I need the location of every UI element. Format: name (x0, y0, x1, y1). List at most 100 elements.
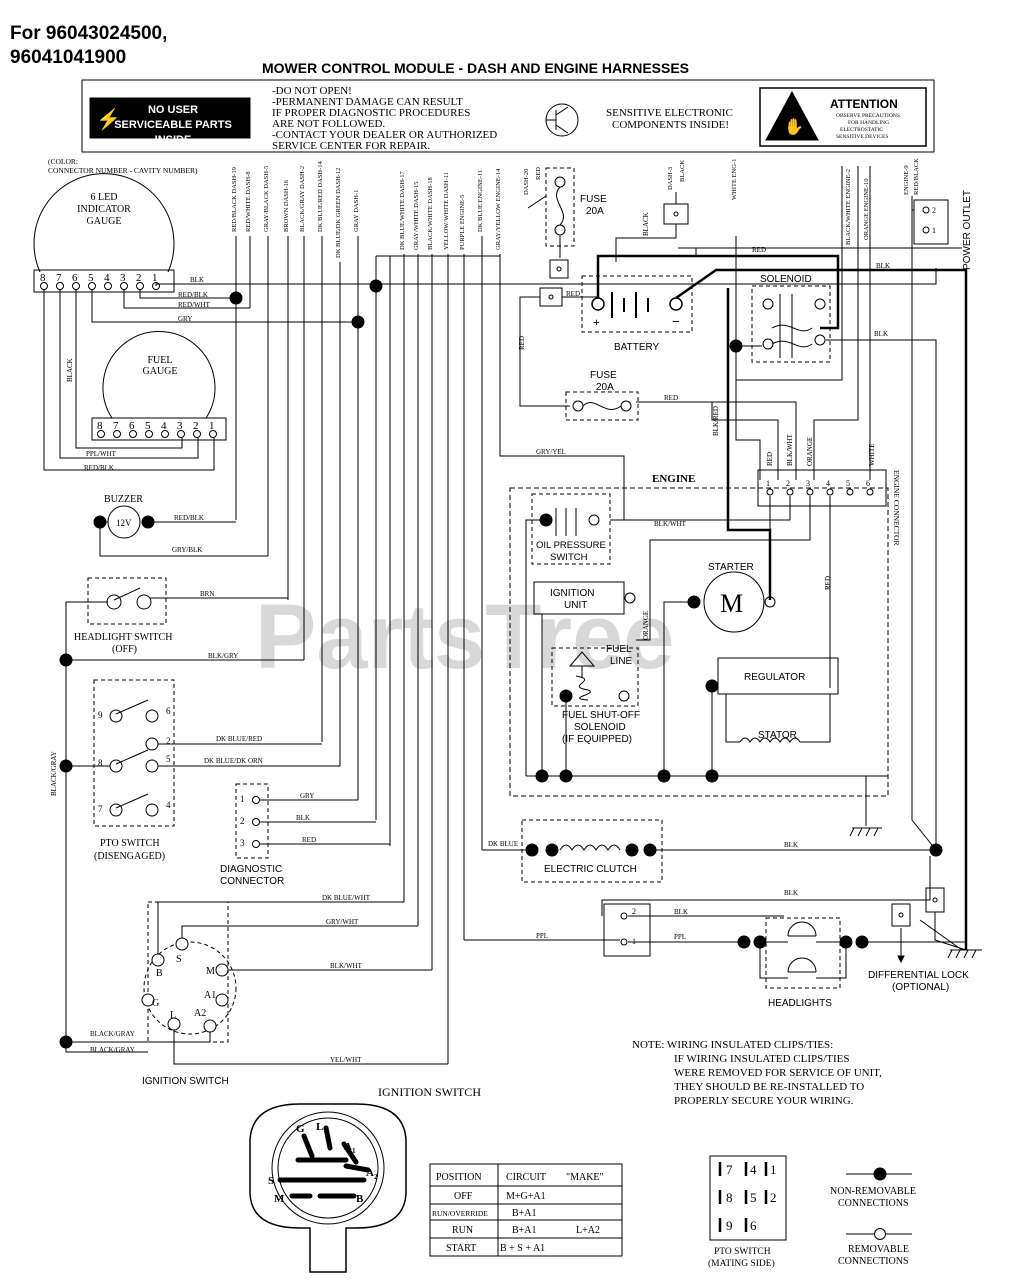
svg-text:B: B (356, 1193, 364, 1205)
svg-text:7: 7 (726, 1162, 733, 1177)
svg-text:GAUGE: GAUGE (143, 366, 178, 377)
svg-text:NON-REMOVABLE: NON-REMOVABLE (830, 1186, 916, 1197)
stator: STATOR (725, 694, 831, 743)
svg-text:HEADLIGHTS: HEADLIGHTS (768, 998, 832, 1009)
red-wire-labels: RED BLK RED RED RED BLK/RED (518, 246, 890, 436)
warning-text: -DO NOT OPEN! -PERMANENT DAMAGE CAN RESU… (272, 85, 497, 152)
svg-text:4: 4 (166, 800, 171, 810)
headlights: 2 1 HEADLIGHTS BLK PPL PPL BLK (464, 856, 967, 1009)
svg-text:(DISENGAGED): (DISENGAGED) (94, 851, 165, 862)
svg-text:RED: RED (766, 452, 774, 466)
svg-text:3: 3 (806, 479, 810, 488)
svg-text:LINE: LINE (610, 656, 633, 667)
color-legend: (COLOR: CONNECTOR NUMBER - CAVITY NUMBER… (48, 157, 198, 175)
svg-text:B+A1: B+A1 (512, 1208, 537, 1219)
svg-text:7: 7 (56, 272, 62, 284)
non-removable-dot-icon (873, 1167, 887, 1181)
connection-legend: NON-REMOVABLE CONNECTIONS REMOVABLE CONN… (830, 1167, 916, 1267)
svg-text:GRAY/YELLOW ENGINE-14: GRAY/YELLOW ENGINE-14 (495, 168, 502, 250)
svg-text:M+G+A1: M+G+A1 (506, 1191, 546, 1202)
svg-text:BLK: BLK (296, 814, 310, 822)
svg-text:RED: RED (664, 394, 678, 402)
svg-text:3: 3 (177, 420, 183, 432)
svg-text:-PERMANENT DAMAGE CAN RESULT: -PERMANENT DAMAGE CAN RESULT (272, 96, 463, 108)
attention-title: ATTENTION (830, 97, 898, 111)
svg-text:2: 2 (932, 206, 936, 215)
svg-text:BATTERY: BATTERY (614, 342, 660, 353)
warning-box: ⚡ NO USER SERVICEABLE PARTS INSIDE ! -DO… (81, 79, 935, 153)
svg-text:GRAY/WHITE DASH-15: GRAY/WHITE DASH-15 (413, 181, 420, 250)
svg-text:START: START (446, 1243, 476, 1254)
svg-text:PURPLE ENGINE-5: PURPLE ENGINE-5 (459, 195, 466, 250)
svg-text:BLACK: BLACK (66, 358, 74, 382)
svg-text:GRAY/BLACK DASH-5: GRAY/BLACK DASH-5 (263, 166, 270, 232)
fuse-1: FUSE 20A (527, 167, 607, 279)
svg-text:(OFF): (OFF) (112, 644, 137, 655)
svg-text:FUSE: FUSE (590, 370, 617, 381)
svg-text:COMPONENTS INSIDE!: COMPONENTS INSIDE! (612, 119, 729, 131)
svg-text:ARE NOT FOLLOWED.: ARE NOT FOLLOWED. (272, 118, 385, 130)
svg-text:IGNITION: IGNITION (550, 588, 594, 599)
svg-text:OFF: OFF (454, 1191, 473, 1202)
engine-wires: GRY/YEL BLK/WHT ORANGE RED (499, 420, 832, 688)
ignition-switch-schematic: S B M G A1 L A2 DK BLUE/WHT GRY/WHT BLK/… (59, 894, 448, 1087)
fuel-shutoff-solenoid: FUEL LINE FUEL SHUT-OFF SOLENOID (IF EQU… (551, 644, 640, 776)
buzzer: BUZZER 12V RED/BLK GRY/BLK (93, 494, 268, 557)
svg-text:5: 5 (145, 420, 151, 432)
wiring-note: NOTE: WIRING INSULATED CLIPS/TIES: IF WI… (632, 1039, 882, 1107)
svg-text:BLK: BLK (784, 841, 798, 849)
svg-text:(IF EQUIPPED): (IF EQUIPPED) (562, 734, 632, 745)
svg-text:ENGINE: ENGINE (652, 473, 695, 485)
svg-text:RED: RED (824, 576, 832, 590)
svg-text:BLK/WHT: BLK/WHT (786, 433, 794, 466)
svg-text:PTO SWITCH: PTO SWITCH (100, 838, 160, 849)
svg-text:OBSERVE PRECAUTIONS: OBSERVE PRECAUTIONS (836, 113, 900, 119)
svg-text:2: 2 (136, 272, 142, 284)
svg-text:OIL PRESSURE: OIL PRESSURE (536, 540, 606, 551)
svg-text:CONNECTOR: CONNECTOR (220, 876, 284, 887)
svg-text:DIAGNOSTIC: DIAGNOSTIC (220, 864, 282, 875)
svg-text:6: 6 (866, 479, 870, 488)
svg-text:6: 6 (129, 420, 135, 432)
svg-text:2: 2 (632, 907, 636, 916)
svg-text:RED: RED (518, 336, 526, 350)
transistor-icon (545, 103, 579, 137)
svg-text:BUZZER: BUZZER (104, 494, 143, 505)
svg-text:DASH-20: DASH-20 (523, 169, 530, 195)
badge-text: NO USER SERVICEABLE PARTS INSIDE (114, 104, 232, 139)
svg-text:SERVICE CENTER FOR REPAIR.: SERVICE CENTER FOR REPAIR. (272, 140, 430, 152)
svg-text:DASH-3: DASH-3 (667, 167, 674, 190)
harness-labels: RED/BLACK DASH-19 RED/WHITE DASH-8 GRAY/… (231, 158, 920, 258)
svg-text:2: 2 (786, 479, 790, 488)
svg-text:ORANGE ENGINE-10: ORANGE ENGINE-10 (863, 178, 870, 240)
red-wires (519, 166, 962, 480)
svg-text:GRY/WHT: GRY/WHT (326, 918, 359, 926)
svg-text:NOTE: WIRING INSULATED CLIPS/T: NOTE: WIRING INSULATED CLIPS/TIES: (632, 1039, 833, 1051)
svg-text:"MAKE": "MAKE" (566, 1172, 604, 1183)
svg-text:-CONTACT YOUR DEALER OR AUTHOR: -CONTACT YOUR DEALER OR AUTHORIZED (272, 129, 497, 141)
svg-text:20A: 20A (586, 206, 604, 217)
watermark: PartsTree (255, 586, 674, 688)
svg-text:STARTER: STARTER (708, 562, 754, 573)
svg-text:8: 8 (40, 272, 46, 284)
svg-text:A1: A1 (204, 990, 216, 1001)
battery-connector (539, 287, 563, 307)
svg-text:WHITE ENG-1: WHITE ENG-1 (731, 159, 738, 200)
svg-text:FOR HANDLING: FOR HANDLING (848, 120, 889, 126)
svg-text:RED/BLACK: RED/BLACK (913, 158, 920, 195)
svg-text:IF PROPER DIAGNOSTIC PROCEDURE: IF PROPER DIAGNOSTIC PROCEDURES (272, 107, 470, 119)
svg-text:1: 1 (766, 479, 770, 488)
engine-ground-bus (526, 769, 888, 837)
svg-text:BLK: BLK (190, 276, 204, 284)
svg-text:5: 5 (750, 1190, 757, 1205)
sensitive-text: SENSITIVE ELECTRONIC COMPONENTS INSIDE! (606, 107, 733, 131)
svg-text:BRN: BRN (200, 590, 214, 598)
svg-text:L: L (170, 1010, 176, 1021)
svg-text:12V: 12V (116, 518, 132, 528)
svg-text:BLK: BLK (876, 262, 890, 270)
svg-text:1: 1 (209, 420, 215, 432)
svg-text:4: 4 (826, 479, 830, 488)
part-numbers: For 96043024500, 96041041900 (10, 22, 167, 70)
battery: + − BATTERY (581, 275, 693, 353)
